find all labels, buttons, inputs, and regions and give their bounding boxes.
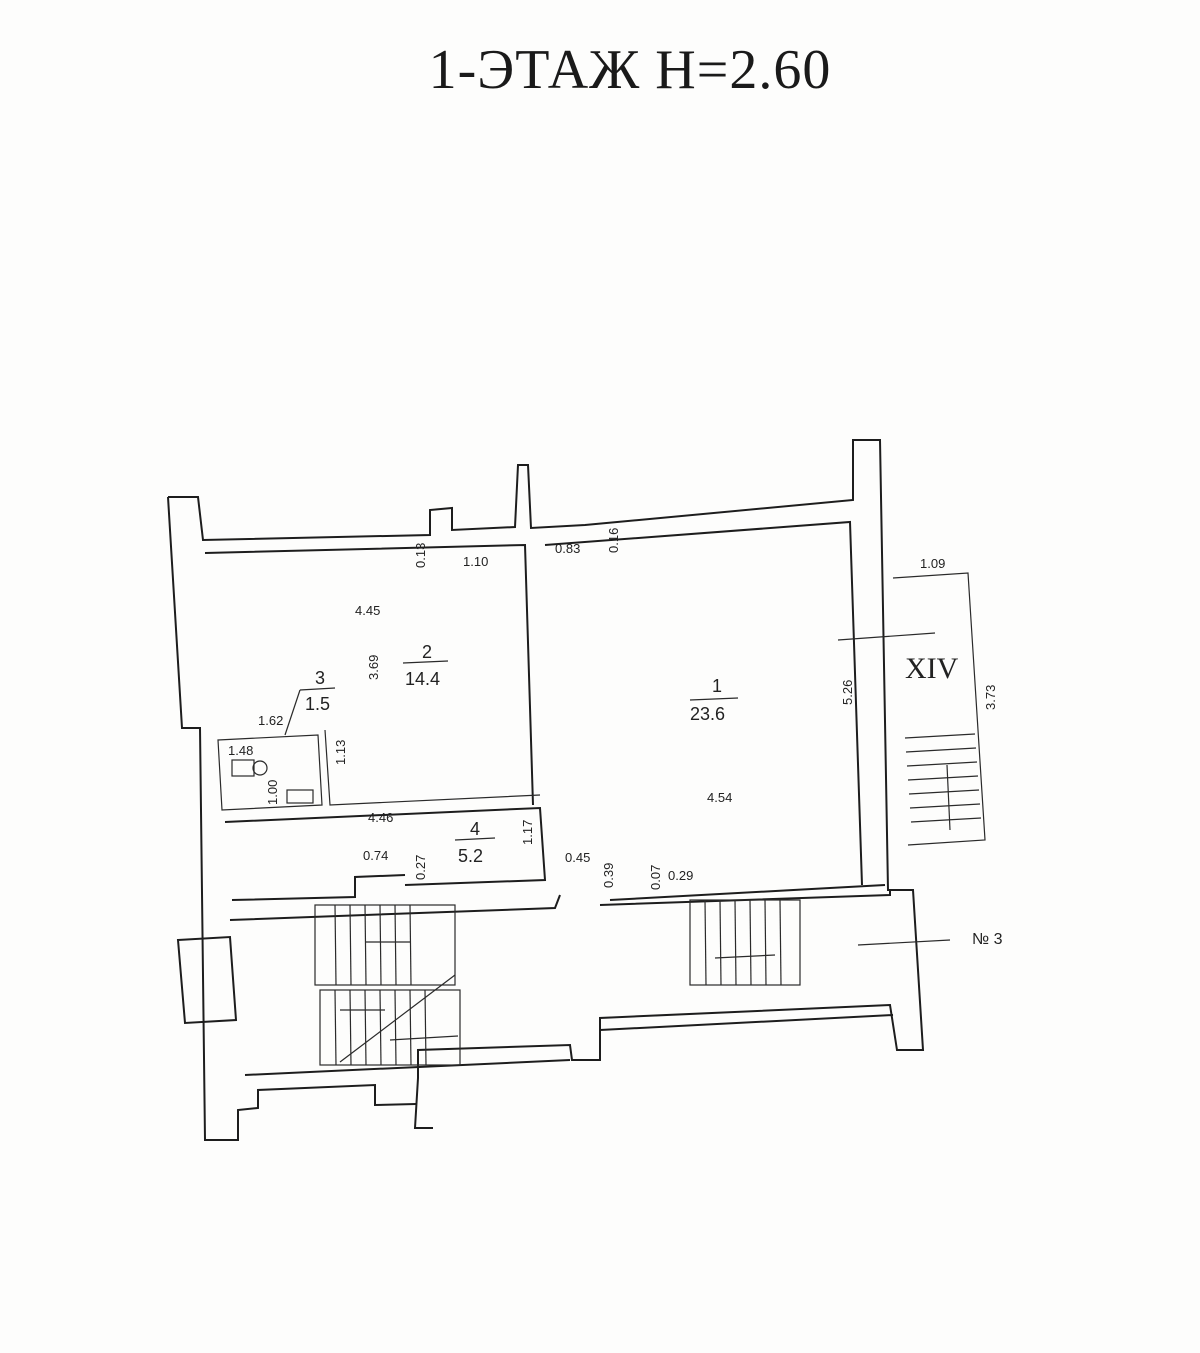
dim-label: 1.48: [228, 743, 253, 758]
stairs-left: [314, 904, 461, 1066]
dim-label: 0.16: [606, 528, 621, 553]
room-4-area: 5.2: [458, 846, 483, 866]
section-mark: № 3: [972, 931, 1003, 948]
stairs-right: [689, 899, 801, 986]
stair-mark: XIV: [905, 652, 959, 685]
dim-label: 0.83: [555, 541, 580, 556]
dim-label: 5.26: [840, 680, 855, 705]
room-4-number: 4: [470, 819, 480, 839]
room-1-area: 23.6: [690, 704, 725, 724]
room-3-number: 3: [315, 668, 325, 688]
dim-label: 1.62: [258, 713, 283, 728]
dim-label: 4.46: [368, 810, 393, 825]
room-2-number: 2: [422, 642, 432, 662]
room-3-label: 3 1.5: [284, 668, 336, 736]
dim-label: 0.13: [413, 543, 428, 568]
dim-label: 4.45: [355, 603, 380, 618]
dim-label: 0.27: [413, 855, 428, 880]
dim-label: 1.09: [920, 556, 945, 571]
room-4-label: 4 5.2: [454, 819, 496, 866]
dim-label: 1.10: [463, 554, 488, 569]
dim-label: 1.13: [333, 740, 348, 765]
entrance-stairs: [837, 572, 986, 946]
dim-label: 1.17: [520, 820, 535, 845]
dim-label: 4.54: [707, 790, 732, 805]
room-2-label: 2 14.4: [402, 642, 449, 689]
dim-label: 0.74: [363, 848, 388, 863]
dim-label: 1.00: [265, 780, 280, 805]
outer-walls: [167, 439, 925, 1141]
dim-label: 0.29: [668, 868, 693, 883]
room-1-label: 1 23.6: [689, 676, 739, 724]
room-1-number: 1: [712, 676, 722, 696]
dim-label: 0.45: [565, 850, 590, 865]
dim-label: 3.73: [983, 685, 998, 710]
plan-title: 1-ЭТАЖ Н=2.60: [428, 39, 832, 101]
dim-label: 0.39: [601, 863, 616, 888]
bathroom-walls: [217, 729, 541, 811]
dim-label: 3.69: [366, 655, 381, 680]
dim-label: 0.07: [648, 865, 663, 890]
room-2-area: 14.4: [405, 669, 440, 689]
dimension-labels: 0.13 1.10 0.83 0.16 4.45 3.69 1.62 1.48 …: [228, 528, 998, 890]
room-3-area: 1.5: [305, 694, 330, 714]
